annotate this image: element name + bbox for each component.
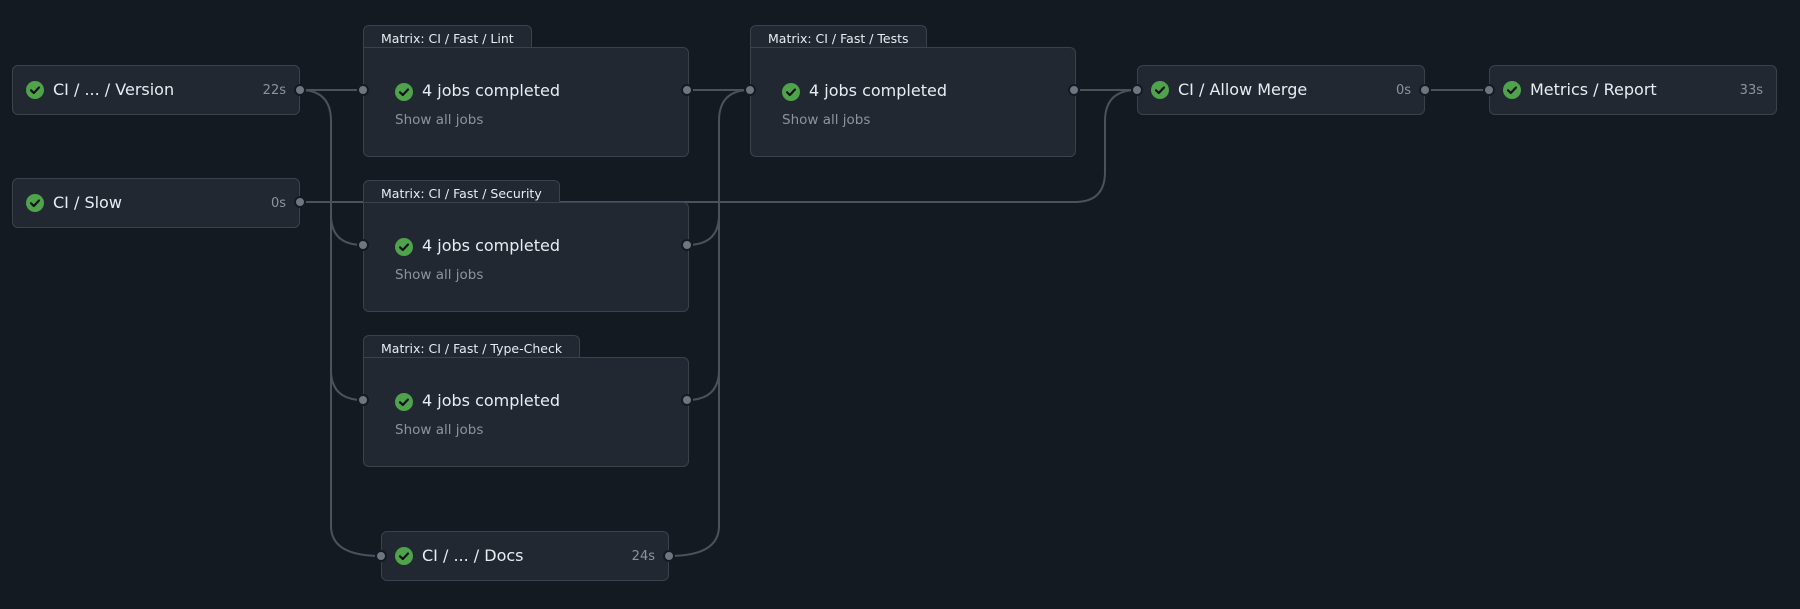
port-lint-out: [681, 84, 693, 96]
job-name: CI / Slow: [53, 193, 122, 212]
port-docs-out: [663, 550, 675, 562]
matrix-security: Matrix: CI / Fast / Security 4 jobs comp…: [363, 180, 689, 312]
edge-docs-tests: [668, 370, 720, 557]
job-duration: 22s: [262, 83, 286, 98]
port-allowmerge-in: [1131, 84, 1143, 96]
matrix-title: Matrix: CI / Fast / Type-Check: [363, 335, 581, 359]
matrix-body[interactable]: 4 jobs completed Show all jobs: [363, 202, 689, 312]
matrix-summary: 4 jobs completed: [422, 81, 560, 100]
matrix-summary: 4 jobs completed: [422, 236, 560, 255]
success-icon: [395, 547, 413, 565]
matrix-lint: Matrix: CI / Fast / Lint 4 jobs complete…: [363, 25, 689, 157]
port-version-out: [294, 84, 306, 96]
edge-version-security: [299, 89, 364, 246]
show-all-jobs-link[interactable]: Show all jobs: [395, 267, 484, 283]
port-lint-in: [357, 84, 369, 96]
job-duration: 0s: [270, 196, 286, 211]
matrix-type-check: Matrix: CI / Fast / Type-Check 4 jobs co…: [363, 335, 689, 467]
success-icon: [395, 83, 413, 101]
port-typecheck-in: [357, 394, 369, 406]
edge-security-tests: [686, 89, 751, 246]
success-icon: [26, 194, 44, 212]
matrix-title: Matrix: CI / Fast / Tests: [750, 25, 927, 49]
matrix-tests: Matrix: CI / Fast / Tests 4 jobs complet…: [750, 25, 1076, 157]
job-name: CI / Allow Merge: [1178, 80, 1308, 99]
port-metrics-in: [1483, 84, 1495, 96]
success-icon: [395, 238, 413, 256]
matrix-summary: 4 jobs completed: [422, 391, 560, 410]
success-icon: [782, 83, 800, 101]
port-docs-in: [375, 550, 387, 562]
job-duration: 24s: [631, 549, 655, 564]
job-docs[interactable]: CI / ... / Docs 24s: [381, 531, 669, 581]
job-metrics-report[interactable]: Metrics / Report 33s: [1489, 65, 1777, 115]
job-name: CI / ... / Version: [53, 80, 175, 99]
port-tests-out: [1068, 84, 1080, 96]
job-duration: 0s: [1395, 83, 1411, 98]
show-all-jobs-link[interactable]: Show all jobs: [782, 112, 871, 128]
job-allow-merge[interactable]: CI / Allow Merge 0s: [1137, 65, 1425, 115]
matrix-body[interactable]: 4 jobs completed Show all jobs: [750, 47, 1076, 157]
job-version[interactable]: CI / ... / Version 22s: [12, 65, 300, 115]
port-tests-in: [744, 84, 756, 96]
matrix-title: Matrix: CI / Fast / Lint: [363, 25, 532, 49]
port-slow-out: [294, 196, 306, 208]
port-security-in: [357, 239, 369, 251]
matrix-body[interactable]: 4 jobs completed Show all jobs: [363, 357, 689, 467]
success-icon: [26, 81, 44, 99]
edge-version-docs: [330, 370, 382, 557]
job-name: Metrics / Report: [1530, 80, 1657, 99]
edge-slow-allowmerge: [300, 89, 1138, 203]
show-all-jobs-link[interactable]: Show all jobs: [395, 112, 484, 128]
matrix-summary: 4 jobs completed: [809, 81, 947, 100]
success-icon: [395, 393, 413, 411]
port-allowmerge-out: [1419, 84, 1431, 96]
matrix-body[interactable]: 4 jobs completed Show all jobs: [363, 47, 689, 157]
matrix-title: Matrix: CI / Fast / Security: [363, 180, 560, 204]
job-duration: 33s: [1739, 83, 1763, 98]
port-security-out: [681, 239, 693, 251]
job-name: CI / ... / Docs: [422, 546, 524, 565]
show-all-jobs-link[interactable]: Show all jobs: [395, 422, 484, 438]
port-typecheck-out: [681, 394, 693, 406]
job-slow[interactable]: CI / Slow 0s: [12, 178, 300, 228]
success-icon: [1503, 81, 1521, 99]
success-icon: [1151, 81, 1169, 99]
